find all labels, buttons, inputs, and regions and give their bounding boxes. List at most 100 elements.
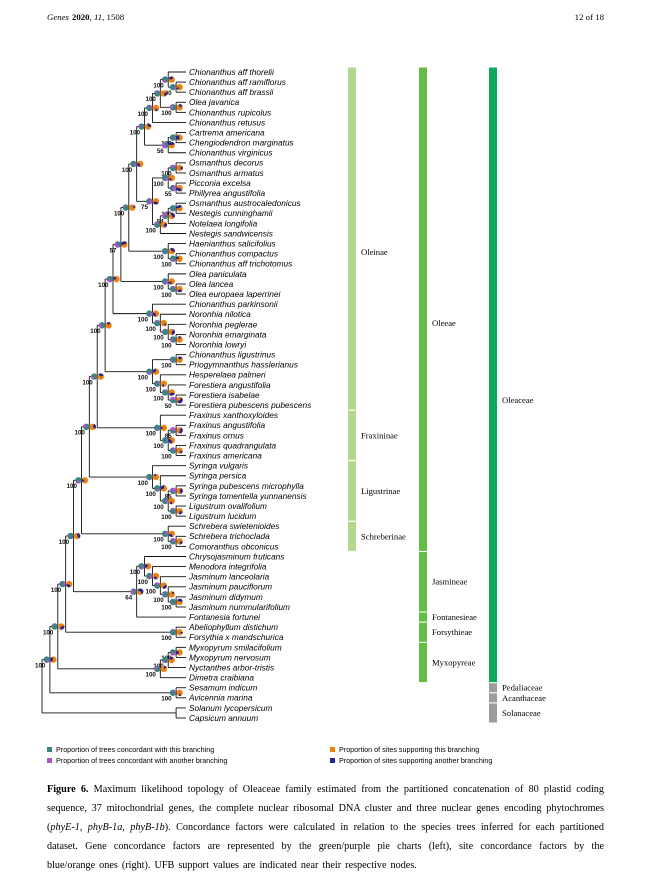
clade-label: Forsythieae <box>432 627 472 637</box>
pie-wedge <box>179 631 183 635</box>
taxon-label: Osmanthus austrocaledonicus <box>189 198 301 208</box>
support-value: 100 <box>153 181 164 188</box>
taxon-label: Forsythia x mandschurica <box>189 632 284 642</box>
taxon-label: Solanum lycopersicum <box>189 703 273 713</box>
support-value: 100 <box>146 96 157 103</box>
support-value: 100 <box>146 431 157 438</box>
pie-wedge <box>153 473 156 478</box>
taxon-label: Nyctanthes arbor-tristis <box>189 662 274 672</box>
pie-wedge <box>169 487 177 493</box>
support-value: 85 <box>165 433 172 440</box>
gene-cf-pie <box>138 123 145 130</box>
pie-wedge <box>154 221 159 225</box>
support-value: 100 <box>146 491 157 498</box>
legend-item-site-discordant: Proportion of sites supporting another b… <box>330 755 492 766</box>
pie-wedge <box>121 241 127 245</box>
pie-wedge <box>163 323 167 327</box>
taxon-label: Priogymnanthus hasslerianus <box>189 360 298 370</box>
caption-label: Figure 6. <box>47 784 89 796</box>
clade-label: Oleinae <box>361 247 388 257</box>
pie-wedge <box>147 371 152 375</box>
clade-bar <box>348 521 356 551</box>
taxon-label: Picconia excelsa <box>189 178 251 188</box>
pie-wedge <box>176 256 180 259</box>
clade-label: Fontanesieae <box>432 612 477 622</box>
clade-bar <box>419 612 427 622</box>
pie-wedge <box>178 336 182 340</box>
pie-wedge <box>162 659 166 664</box>
clade-bar <box>348 67 356 410</box>
support-value: 100 <box>75 430 86 437</box>
pie-wedge <box>114 241 120 248</box>
pie-wedge <box>50 656 54 663</box>
support-value: 100 <box>161 342 172 349</box>
legend-site-cf: Proportion of sites supporting this bran… <box>330 744 492 766</box>
taxon-label: Chengiodendron marginatus <box>189 138 294 148</box>
support-value: 100 <box>153 443 164 450</box>
support-value: 100 <box>138 111 149 118</box>
support-value: 85 <box>165 494 172 501</box>
pie-wedge <box>172 447 177 451</box>
taxon-label: Schrebera trichoclada <box>189 531 270 541</box>
clade-bar <box>419 552 427 612</box>
pie-wedge <box>90 375 95 380</box>
taxon-label: Forestiera pubescens pubescens <box>189 400 311 410</box>
taxon-label: Chionanthus aff trichotomus <box>189 259 292 269</box>
pie-wedge <box>179 541 183 545</box>
taxon-label: Hesperelaea palmeri <box>189 370 267 380</box>
legend-gene-cf: Proportion of trees concordant with this… <box>47 744 227 766</box>
taxon-label: Nestegis sandwicensis <box>189 228 273 238</box>
pie-wedge <box>138 124 142 129</box>
taxon-label: Ligustrum lucidum <box>189 511 256 521</box>
pie-wedge <box>98 322 103 329</box>
support-value: 100 <box>153 537 164 544</box>
pie-wedge <box>168 656 174 660</box>
clade-bar <box>419 622 427 642</box>
taxon-label: Chionanthus aff ramiflorus <box>189 77 286 87</box>
taxon-label: Chionanthus rupicolus <box>189 107 271 117</box>
pie-wedge <box>67 534 71 537</box>
clade-label: Myxopyreae <box>432 657 476 667</box>
clade-bar <box>489 693 497 703</box>
article-number: 1508 <box>106 12 125 22</box>
taxon-label: Dimetra craibiana <box>189 673 254 683</box>
pie-wedge <box>170 652 177 656</box>
taxon-label: Capsicum annuum <box>189 713 258 723</box>
taxon-label: Ligustrum ovalifolium <box>189 501 267 511</box>
taxon-label: Menodora integrifolia <box>189 562 267 572</box>
pie-wedge <box>163 665 167 669</box>
pie-wedge <box>46 659 50 663</box>
support-value: 100 <box>146 386 157 393</box>
pie-wedge <box>179 427 183 434</box>
clade-label: Oleaceae <box>502 395 534 405</box>
pie-wedge <box>156 319 160 324</box>
pie-wedge <box>153 576 158 580</box>
pie-wedge <box>154 665 158 671</box>
pie-wedge <box>161 592 166 596</box>
pie-wedge <box>149 573 153 580</box>
pie-wedge <box>179 488 183 494</box>
journal-volume: 11 <box>93 12 103 22</box>
pie-wedge <box>59 625 65 630</box>
pie-wedge <box>162 585 168 589</box>
taxon-label: Osmanthus decorus <box>189 158 263 168</box>
support-value: 100 <box>82 379 93 386</box>
support-value: 100 <box>90 328 101 335</box>
gene-discordant-swatch-icon <box>47 758 52 763</box>
support-value: 100 <box>138 374 149 381</box>
pie-wedge <box>149 104 153 110</box>
clade-bar <box>489 703 497 723</box>
clade-bar <box>419 642 427 683</box>
pie-wedge <box>147 198 153 205</box>
clade-label: Schreberinae <box>361 531 406 541</box>
taxon-label: Noronhia peglerae <box>189 319 258 329</box>
pie-wedge <box>169 427 177 431</box>
support-value: 100 <box>161 544 172 551</box>
support-value: 64 <box>125 594 132 601</box>
taxon-label: Chionanthus compactus <box>189 249 278 259</box>
taxon-label: Schrebera swietenioides <box>189 521 279 531</box>
pie-wedge <box>170 212 175 219</box>
clade-label: Solanaceae <box>502 708 541 718</box>
legend-item-site-concordant: Proportion of sites supporting this bran… <box>330 744 492 755</box>
pie-wedge <box>172 208 175 212</box>
